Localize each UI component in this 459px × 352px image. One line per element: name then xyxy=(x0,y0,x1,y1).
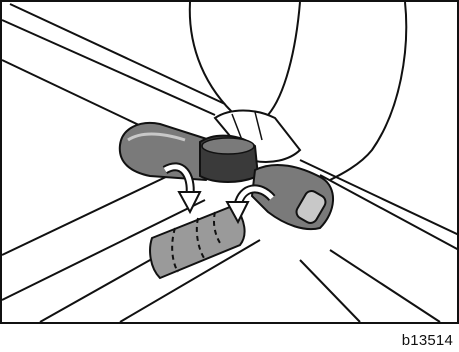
center-buckle xyxy=(200,136,258,182)
reference-code: b13514 xyxy=(402,332,453,349)
